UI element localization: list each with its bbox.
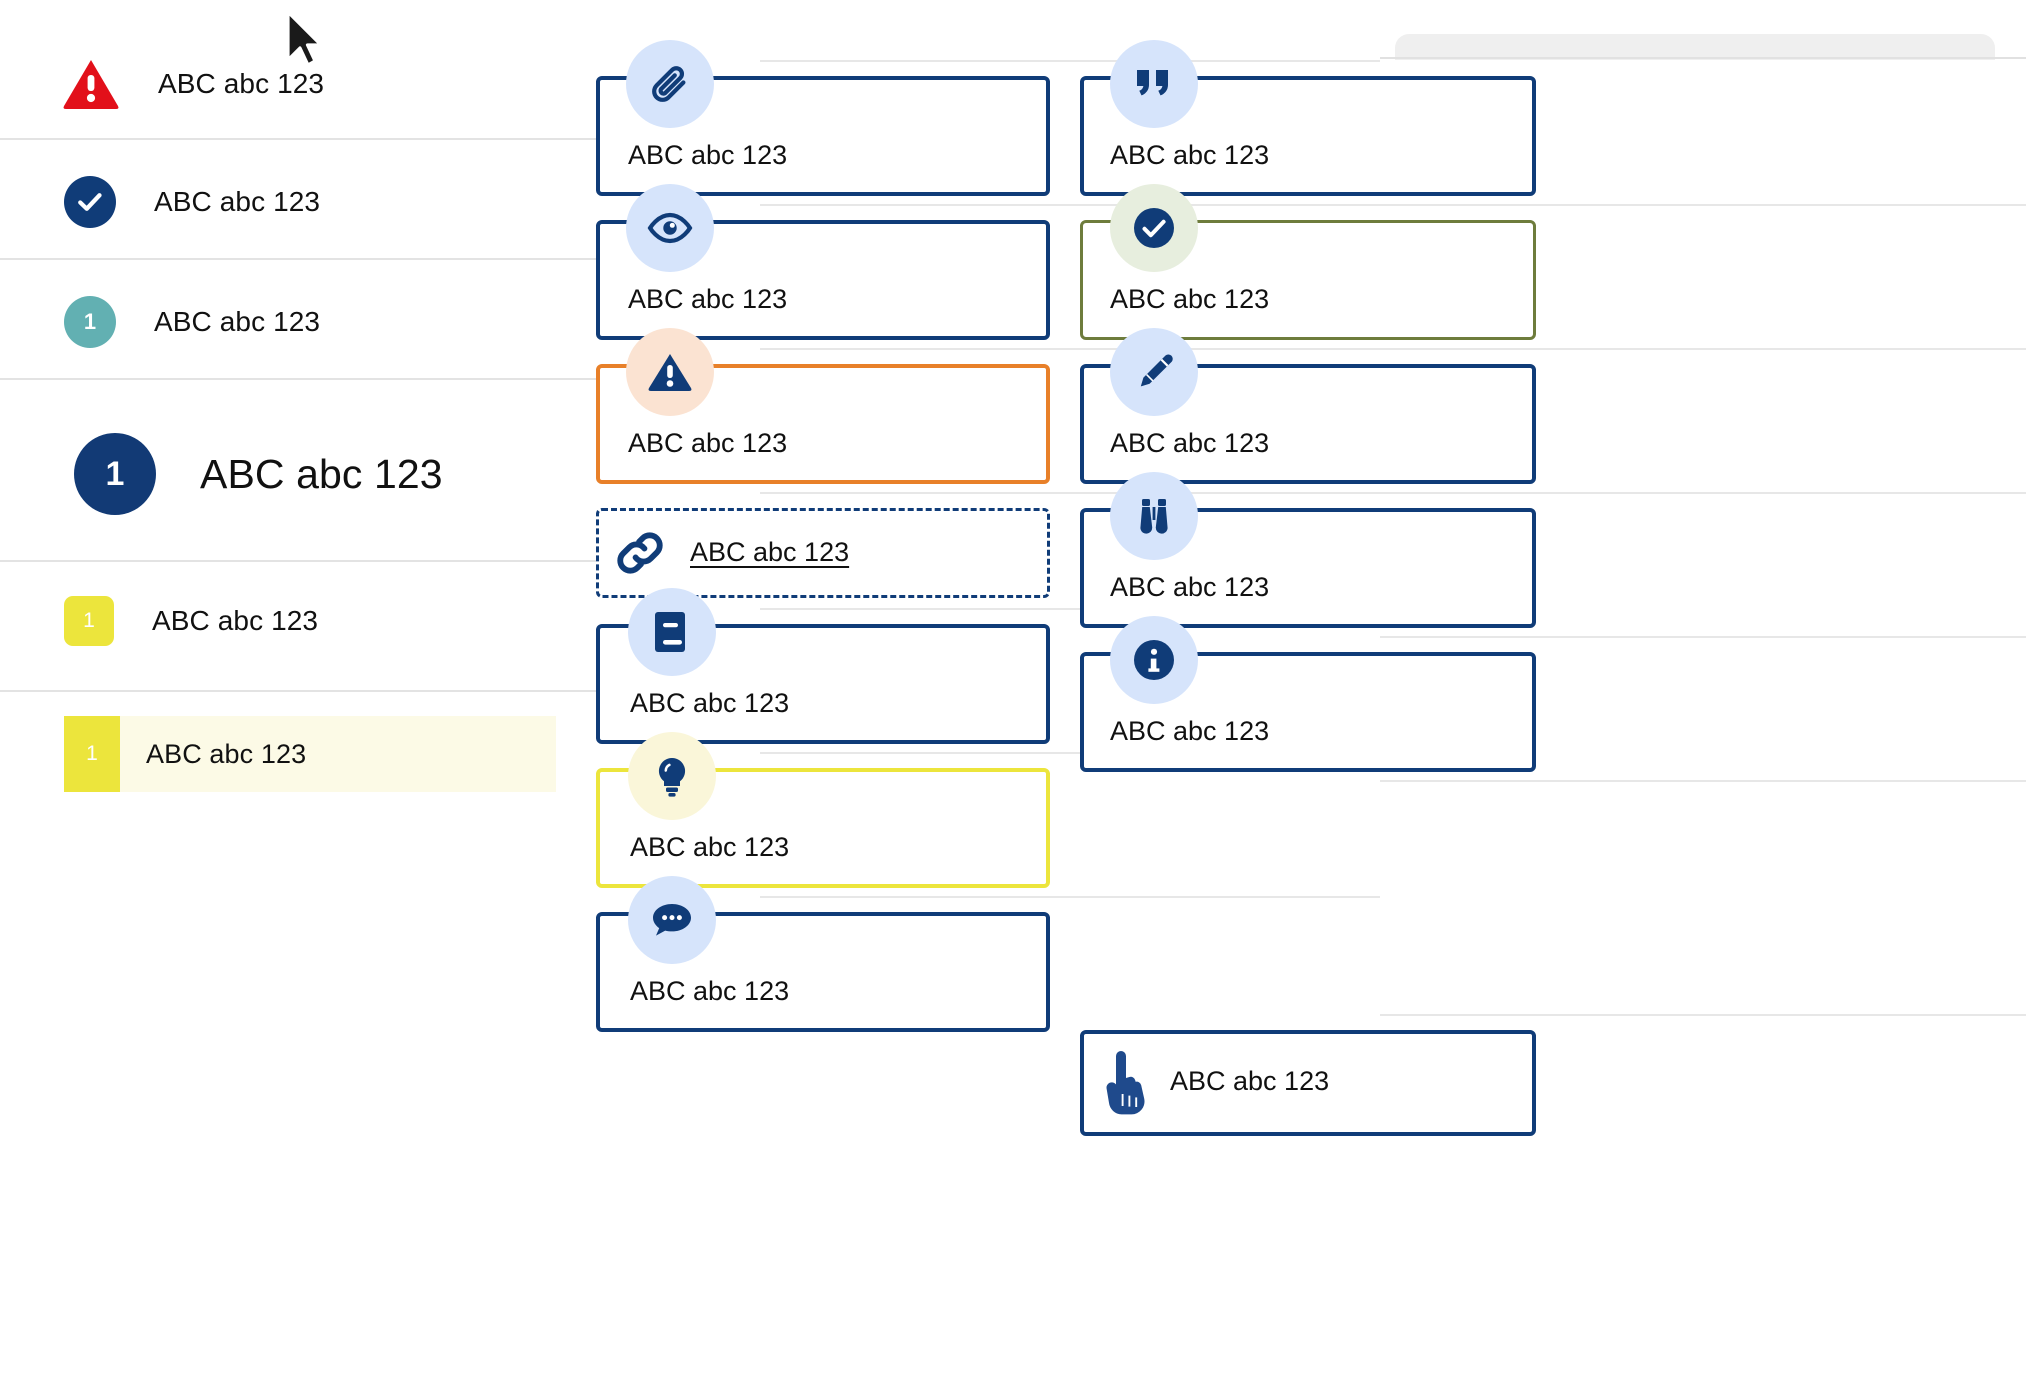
paperclip-icon: [626, 40, 714, 128]
comment-icon: [628, 876, 716, 964]
badge-number: 1: [105, 454, 125, 493]
card-lightbulb[interactable]: [596, 768, 1050, 888]
card-label: ABC abc 123: [630, 976, 790, 1006]
column-divider: [760, 752, 1380, 754]
column-divider: [760, 492, 1380, 494]
column-divider: [1380, 1014, 2026, 1016]
eye-icon: [626, 184, 714, 272]
quote-icon: [1110, 40, 1198, 128]
column-divider: [760, 204, 1380, 206]
list-divider: [0, 258, 762, 260]
column-divider: [760, 60, 1380, 62]
list-item[interactable]: 1 ABC abc 123: [0, 595, 760, 647]
card-label: ABC abc 123: [1110, 716, 1270, 746]
panel-tab-shim: [1395, 34, 1995, 60]
list-item[interactable]: ABC abc 123: [0, 58, 760, 110]
list-item[interactable]: ABC abc 123: [0, 176, 760, 228]
list-divider: [0, 138, 762, 140]
list-item[interactable]: 1 ABC abc 123: [0, 296, 760, 348]
list-item-label: ABC abc 123: [154, 186, 321, 217]
number-badge-icon: 1: [64, 296, 116, 348]
badge-number: 1: [86, 742, 98, 765]
check-circle-icon: [1110, 184, 1198, 272]
card-label: ABC abc 123: [630, 832, 790, 862]
number-badge-icon: 1: [64, 596, 114, 646]
card-label: ABC abc 123: [1110, 284, 1270, 314]
badge-number: 1: [83, 609, 95, 632]
binoculars-icon: [1110, 472, 1198, 560]
list-divider: [0, 378, 762, 380]
column-divider: [1380, 636, 2026, 638]
list-item-label: ABC abc 123: [146, 738, 307, 769]
list-divider: [0, 560, 762, 562]
list-item-label: ABC abc 123: [158, 68, 325, 99]
list-item-highlight-bar: [64, 716, 120, 792]
column-divider: [1380, 348, 2026, 350]
card-label: ABC abc 123: [628, 428, 788, 458]
column-divider: [1380, 204, 2026, 206]
card-label: ABC abc 123: [630, 688, 790, 718]
warning-triangle-icon: [62, 58, 120, 110]
card-label: ABC abc 123: [628, 284, 788, 314]
pencil-icon: [1110, 328, 1198, 416]
column-divider: [1380, 492, 2026, 494]
card-label: ABC abc 123: [1110, 140, 1270, 170]
column-divider: [760, 348, 1380, 350]
warning-triangle-icon: [626, 328, 714, 416]
number-badge-icon: 1: [74, 433, 156, 515]
check-circle-icon: [64, 176, 116, 228]
hand-pointer-icon: [1096, 1046, 1158, 1118]
list-item-selected[interactable]: 1 ABC abc 123: [0, 716, 760, 792]
list-item[interactable]: 1 ABC abc 123: [0, 432, 760, 516]
card-link-label[interactable]: ABC abc 123: [690, 537, 850, 567]
link-icon: [612, 525, 668, 581]
info-circle-icon: [1110, 616, 1198, 704]
card-label: ABC abc 123: [1170, 1066, 1330, 1096]
lightbulb-icon: [628, 732, 716, 820]
panel-tab-underline: [1380, 57, 2026, 59]
column-divider: [760, 608, 1380, 610]
card-label: ABC abc 123: [1110, 572, 1270, 602]
list-item-label: ABC abc 123: [200, 450, 443, 497]
card-label: ABC abc 123: [1110, 428, 1270, 458]
card-paperclip[interactable]: [596, 76, 1050, 196]
badge-number: 1: [83, 309, 97, 334]
card-label: ABC abc 123: [628, 140, 788, 170]
list-item-label: ABC abc 123: [152, 605, 319, 636]
book-icon: [628, 588, 716, 676]
list-item-label: ABC abc 123: [154, 306, 321, 337]
list-item-highlight-background: [64, 716, 556, 792]
column-divider: [760, 896, 1380, 898]
card-link[interactable]: [596, 508, 1050, 598]
column-divider: [1380, 780, 2026, 782]
card-hand-pointer[interactable]: [1080, 1030, 1536, 1136]
list-divider: [0, 690, 762, 692]
